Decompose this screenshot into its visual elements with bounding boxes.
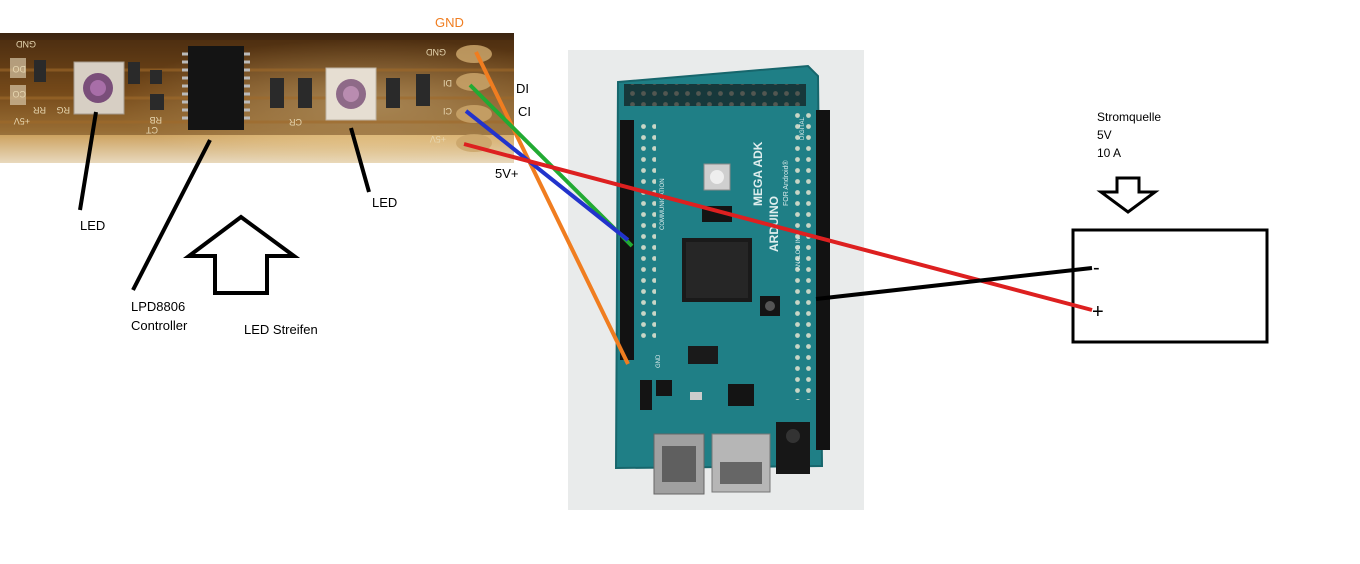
silk-ci: CI xyxy=(443,106,452,116)
gnd-wire xyxy=(474,51,630,365)
led-strip-photo: GND DO CO +5V RG RR RB CT CR xyxy=(0,33,514,163)
silk-5v-left: +5V xyxy=(14,116,30,126)
silk-rr: RR xyxy=(33,105,46,115)
power-current: 10 A xyxy=(1097,146,1121,160)
silk-rg: RG xyxy=(57,105,71,115)
silk-co: CO xyxy=(13,89,27,99)
board-subtitle: FOR Android® xyxy=(782,160,790,206)
power-voltage: 5V xyxy=(1097,128,1112,142)
controller-pointer xyxy=(131,139,212,291)
power-title: Stromquelle xyxy=(1097,110,1161,124)
ci-wire xyxy=(464,109,630,242)
gnd-label: GND xyxy=(435,15,464,30)
power-arrow-down xyxy=(1096,176,1160,214)
controller-label-line1: LPD8806 xyxy=(131,299,185,314)
board-communication: COMMUNICATION xyxy=(660,178,666,230)
led-right-component xyxy=(325,67,377,121)
board-gnd-pin: GND xyxy=(656,354,662,368)
silk-di: DI xyxy=(443,78,452,88)
usb-b-port xyxy=(653,433,705,495)
controller-label-line2: Controller xyxy=(131,318,188,333)
di-label: DI xyxy=(516,81,529,96)
plus-terminal: + xyxy=(1092,301,1104,323)
silk-plus5v: +5V xyxy=(430,134,446,144)
silk-gnd-right: GND xyxy=(426,47,447,57)
board-analog: ANALOG IN xyxy=(796,237,802,270)
silk-cr: CR xyxy=(289,117,302,127)
v5-wire xyxy=(463,142,1093,312)
led-right-label: LED xyxy=(372,195,397,210)
usb-a-port xyxy=(711,433,771,493)
led-left-label: LED xyxy=(80,218,105,233)
silk-do: DO xyxy=(13,64,27,74)
arduino-mega-adk-photo: ARDUINO MEGA ADK FOR Android® DIGITAL CO… xyxy=(568,50,864,510)
minus-terminal: - xyxy=(1093,257,1100,279)
board-digital: DIGITAL xyxy=(800,116,806,140)
led-left-component xyxy=(73,61,125,115)
silk-gnd-left: GND xyxy=(16,39,37,49)
power-supply-box xyxy=(1071,228,1269,344)
silk-rb: RB xyxy=(149,115,162,125)
led-left-pointer xyxy=(78,111,98,211)
led-right-pointer xyxy=(349,127,371,193)
ground-wire xyxy=(815,266,1093,301)
v5-label: 5V+ xyxy=(495,166,519,181)
lpd8806-chip xyxy=(182,46,250,130)
silk-ct: CT xyxy=(146,125,158,135)
board-model: MEGA ADK xyxy=(751,141,765,206)
led-strip-arrow-up xyxy=(183,214,301,295)
power-jack xyxy=(776,422,810,474)
ci-label: CI xyxy=(518,104,531,119)
strip-caption: LED Streifen xyxy=(244,322,318,337)
